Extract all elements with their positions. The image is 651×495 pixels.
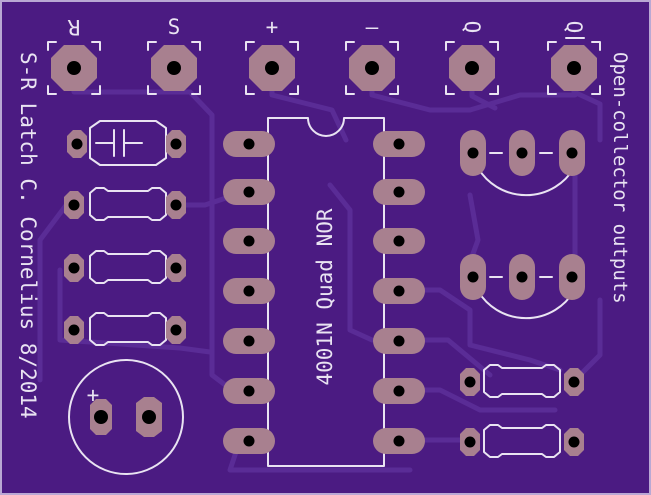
board-credit-text: S-R Latch C. Cornelius 8/2014 — [16, 52, 40, 419]
label-r: R — [67, 15, 80, 39]
resistor-right-1 — [460, 364, 584, 398]
resistor-left-1 — [64, 187, 186, 221]
resistor-right-2 — [460, 424, 584, 458]
transistor-2 — [460, 254, 585, 320]
header-pad-q-bar — [547, 41, 601, 95]
label-q-bar: Q — [562, 21, 586, 34]
header-pad-plus — [245, 41, 299, 95]
label-plus: + — [266, 15, 279, 39]
transistor-1 — [460, 130, 585, 197]
label-q-bar-group: Q — [562, 21, 586, 39]
ic-pins-right — [373, 131, 425, 454]
header-pad-s — [147, 41, 201, 95]
resistor-left-3 — [64, 312, 186, 346]
capacitor-electrolytic: + — [68, 359, 184, 475]
header-pads — [47, 41, 601, 95]
header-pad-minus — [345, 41, 399, 95]
header-pad-q — [445, 41, 499, 95]
header-labels: R S + – Q Q — [67, 15, 586, 39]
header-pad-r — [47, 41, 101, 95]
ic-label: 4001N Quad NOR — [313, 208, 337, 385]
ic-pins-left — [223, 131, 275, 454]
resistor-left-2 — [64, 250, 186, 284]
ic-4001n: 4001N Quad NOR — [223, 117, 425, 467]
label-s: S — [168, 15, 181, 39]
label-minus: – — [366, 15, 379, 39]
label-q: Q — [460, 21, 484, 34]
outputs-label: Open-collector outputs — [609, 52, 631, 304]
capacitor-ceramic — [67, 120, 186, 166]
